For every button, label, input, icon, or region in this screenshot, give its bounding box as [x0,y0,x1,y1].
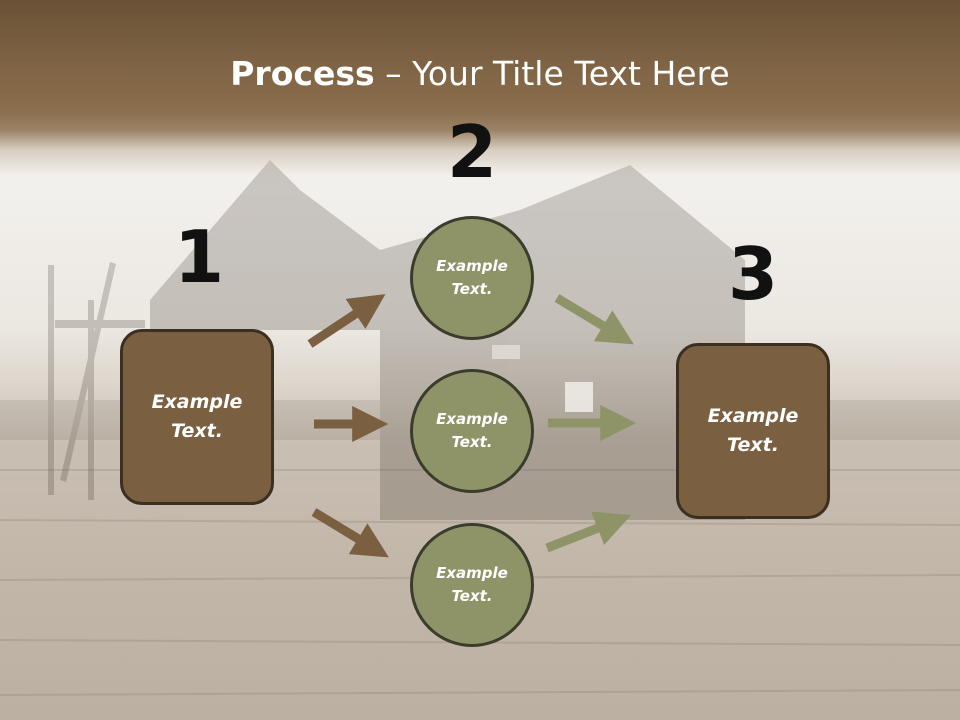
arrow-to-circle-3 [311,508,389,558]
right-box: Example Text. [676,343,830,519]
title-rest: – Your Title Text Here [374,54,730,93]
arrow-to-circle-1 [307,294,386,348]
circle-2: Example Text. [410,369,534,493]
step-number-3: 3 [727,232,779,316]
window-opening [492,345,520,359]
arrow-from-circle-3 [545,511,632,553]
window-opening [565,382,593,412]
circle-3: Example Text. [410,523,534,647]
circle-2-line1: Example [436,410,508,428]
circle-3-line1: Example [436,564,508,582]
arrow-from-circle-1 [554,294,634,345]
left-box-line2: Text. [171,420,223,442]
circle-3-line2: Text. [451,587,493,605]
step-number-1: 1 [173,215,225,299]
left-box: Example Text. [120,329,274,505]
circle-2-line2: Text. [451,433,493,451]
slide-title: Process – Your Title Text Here [0,52,960,96]
right-box-line2: Text. [727,434,779,456]
step-number-2: 2 [446,110,498,194]
circle-1: Example Text. [410,216,534,340]
left-box-line1: Example [151,391,243,413]
circle-1-line2: Text. [451,280,493,298]
circle-1-line1: Example [436,257,508,275]
title-band [0,0,960,175]
title-bold: Process [230,54,375,93]
right-box-line1: Example [707,405,799,427]
